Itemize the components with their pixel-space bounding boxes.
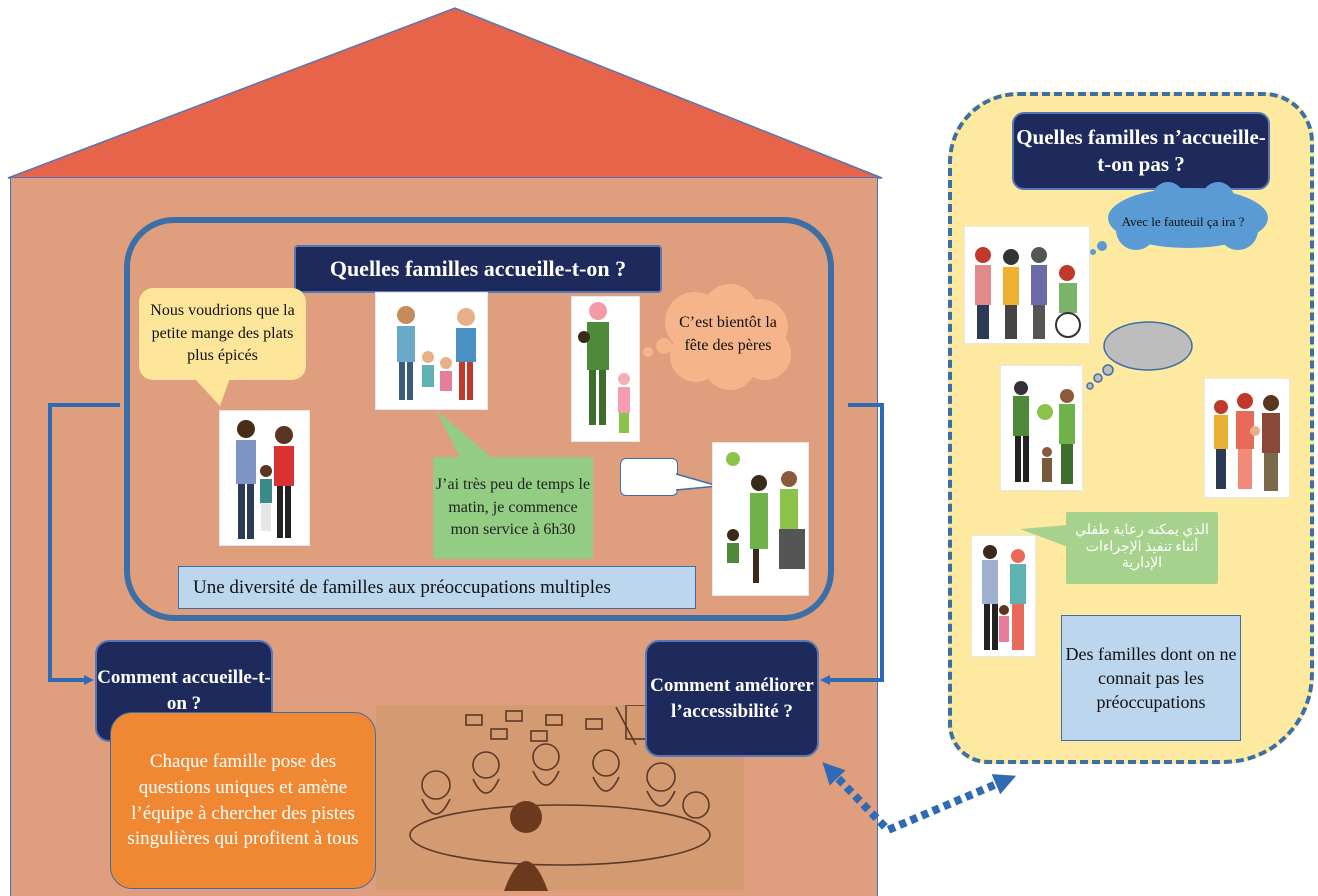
right-loop-arrow [820, 403, 884, 685]
speech-bubble-tail [194, 378, 230, 406]
family-photo [571, 296, 640, 442]
diversity-caption: Une diversité de familles aux préoccupat… [178, 566, 696, 609]
thought-bubble-grey [1086, 321, 1193, 390]
dotted-double-arrow [822, 762, 1017, 835]
thought-bubble-peres [643, 284, 791, 390]
inner-frame [124, 217, 834, 621]
ameliorer-accessibilite-box: Comment améliorer l’accessibilité ? [645, 640, 819, 757]
speech-bubble-tail [436, 410, 492, 458]
family-photo [971, 535, 1036, 657]
speech-bubble-morning: J’ai très peu de temps le matin, je comm… [433, 457, 593, 559]
family-photo [219, 410, 310, 546]
cloud-title: Quelles familles n’accueille-t-on pas ? [1012, 112, 1270, 190]
team-meeting-sketch [376, 704, 744, 891]
speech-bubble-empty [620, 458, 678, 496]
family-photo [375, 292, 488, 410]
thought-bubble-peres-text: C’est bientôt la fête des pères [679, 314, 777, 354]
unknown-families-box: Des familles dont on ne connait pas les … [1061, 615, 1241, 741]
speech-bubble-spicy: Nous voudrions que la petite mange des p… [139, 288, 306, 380]
family-photo [1204, 378, 1290, 498]
family-photo [964, 226, 1090, 344]
thought-bubble-fauteuil [1090, 182, 1268, 255]
speech-bubble-tail [1020, 525, 1068, 547]
speech-bubble-arabic: الذي يمكنه رعاية طفلي أثناء تنفيذ الإجرا… [1066, 512, 1218, 584]
family-photo [712, 442, 809, 596]
orange-explanation-box: Chaque famille pose des questions unique… [110, 712, 376, 889]
family-photo [1000, 365, 1083, 491]
speech-bubble-tail [676, 473, 719, 491]
left-loop-arrow [48, 403, 120, 685]
thought-bubble-fauteuil-text: Avec le fauteuil ça ira ? [1121, 213, 1245, 229]
